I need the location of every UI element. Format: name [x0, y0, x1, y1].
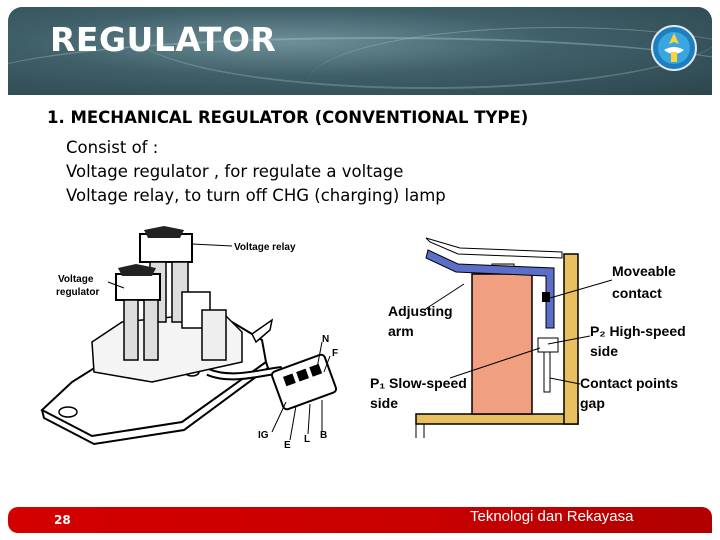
label-contact-gap-line1: Contact points	[580, 375, 678, 391]
label-voltage-regulator-line1: Voltage	[58, 274, 94, 285]
page-number: 28	[54, 513, 71, 527]
label-adjusting-line1: Adjusting	[388, 303, 453, 319]
label-adjusting-line2: arm	[388, 323, 414, 339]
regulator-assembly-diagram: Voltage relay Voltage regulator N F IG E…	[32, 222, 352, 454]
label-voltage-regulator-line2: regulator	[56, 287, 99, 298]
body-line-voltage-regulator: Voltage regulator , for regulate a volta…	[66, 162, 403, 181]
ministry-logo-icon	[650, 24, 698, 72]
label-terminal-b: B	[320, 430, 327, 441]
label-terminal-ig: IG	[258, 430, 269, 441]
label-voltage-relay: Voltage relay	[234, 242, 296, 253]
section-heading: 1. MECHANICAL REGULATOR (CONVENTIONAL TY…	[47, 108, 528, 127]
label-p2-line1: P₂ High-speed	[590, 323, 686, 339]
label-terminal-l: L	[304, 434, 310, 445]
label-moveable-line2: contact	[612, 285, 662, 301]
label-p1-line1: P₁ Slow-speed	[370, 375, 467, 391]
label-p1-line2: side	[370, 395, 398, 411]
body-line-consist: Consist of :	[66, 138, 158, 157]
label-terminal-f: F	[332, 348, 338, 359]
label-contact-gap-line2: gap	[580, 395, 605, 411]
label-terminal-n: N	[322, 334, 329, 345]
slide-title: REGULATOR	[50, 20, 276, 59]
label-p2-line2: side	[590, 343, 618, 359]
contact-point-schematic: Moveable contact Adjusting arm P₂ High-s…	[368, 228, 698, 450]
footer-text: Teknologi dan Rekayasa	[470, 508, 633, 525]
label-moveable-line1: Moveable	[612, 263, 676, 279]
body-line-voltage-relay: Voltage relay, to turn off CHG (charging…	[66, 186, 446, 205]
label-terminal-e: E	[284, 440, 291, 451]
